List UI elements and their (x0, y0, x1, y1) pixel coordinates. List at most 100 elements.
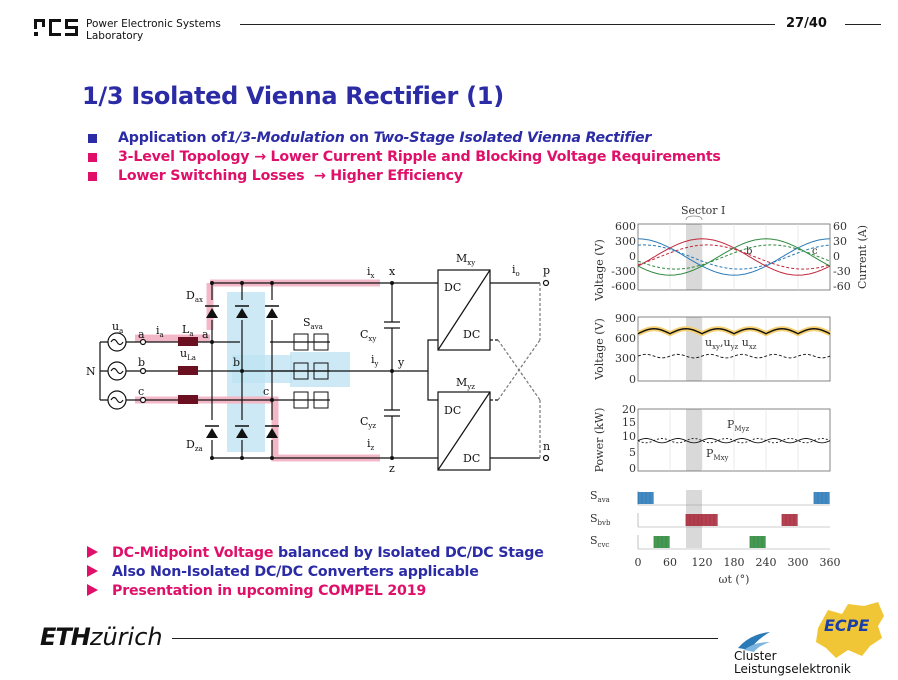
label-Dza: Dza (186, 438, 203, 453)
switch-group (293, 333, 329, 409)
plot1-ylabel: Voltage (V) (593, 239, 606, 302)
arrow-item: Also Non-Isolated DC/DC Converters appli… (87, 563, 544, 582)
xtick: 120 (692, 556, 713, 569)
label-DC-1: DC (444, 281, 461, 294)
xtick: 360 (820, 556, 841, 569)
plot2-ytick: 900 (615, 312, 636, 325)
plot2-ylabel: Voltage (V) (593, 318, 606, 381)
voltage-series-line (637, 238, 831, 276)
label-bbar: b (233, 356, 240, 369)
plot1-ytick2: 60 (833, 220, 847, 233)
uxz-series-line (637, 327, 831, 335)
plot1-ytick: 0 (629, 250, 636, 263)
label-Myz: Myz (456, 376, 475, 391)
arrow-item: Presentation in upcoming COMPEL 2019 (87, 582, 544, 601)
label-ia: ia (156, 324, 164, 339)
plot1-ytick2: -60 (833, 280, 851, 293)
label-cbar: c (263, 385, 269, 398)
bullet-item: 3-Level Topology → Lower Current Ripple … (88, 148, 721, 167)
plot3-ytick: 20 (622, 403, 636, 416)
bullet-emph: 1/3-Modulation (226, 130, 345, 146)
square-bullet-icon (88, 172, 97, 181)
label-x: x (389, 265, 396, 278)
pes-logo (34, 19, 78, 36)
circuit-schematic: N ua a b c ia La uLa a b c Dax Dza Sava … (86, 252, 550, 475)
plot3-annotation-top: PMyz (727, 418, 750, 433)
label-DC-4: DC (463, 452, 480, 465)
inductor-a (178, 337, 198, 346)
pmxy-series-line (637, 437, 831, 444)
xtick: 60 (663, 556, 677, 569)
plot2-ytick: 0 (629, 373, 636, 386)
label-Sava: Sava (303, 316, 323, 331)
header-rule-right (845, 24, 881, 25)
inductor-b (178, 366, 198, 375)
plot1-ytick2: -30 (833, 265, 851, 278)
bullet-item: Lower Switching Losses → Higher Efficien… (88, 167, 721, 186)
plot3-ylabel: Power (kW) (593, 408, 606, 473)
label-io: io (512, 263, 520, 278)
series-label-c: c (812, 246, 818, 257)
label-Dax: Dax (186, 289, 203, 304)
lab-name-line2: Laboratory (86, 30, 144, 42)
label-n: n (543, 440, 550, 453)
bullet-emph: Two-Stage Isolated Vienna Rectifier (373, 130, 652, 146)
plot3-ytick: 10 (622, 430, 636, 443)
eth-logo: ETHzürich (40, 623, 163, 651)
bullet-text: Lower Switching Losses → Higher Efficien… (118, 168, 463, 184)
label-La: La (182, 323, 194, 338)
label-ix: ix (367, 265, 375, 280)
cluster-logo-icon (738, 632, 770, 652)
triangle-bullet-icon (87, 546, 98, 558)
arrow-list: DC-Midpoint Voltage balanced by Isolated… (87, 544, 544, 601)
label-Cyz: Cyz (360, 415, 376, 430)
slide-title: 1/3 Isolated Vienna Rectifier (1) (82, 82, 504, 110)
label-iy: iy (371, 353, 379, 368)
plot2-ytick: 600 (615, 332, 636, 345)
label-p: p (543, 264, 550, 277)
plot2-annotation: uxy,uyz uxz (705, 336, 757, 351)
simulation-plots: Sector I Voltage (V) Current (A) 600 300… (590, 204, 869, 586)
ecpe-logo-text: ECPE (824, 616, 870, 635)
label-N: N (86, 365, 96, 378)
label-DC-2: DC (463, 328, 480, 341)
plot1-ytick: -600 (611, 280, 636, 293)
switch-row-label-a: Sava (590, 489, 610, 504)
arrow-text: Also Non-Isolated DC/DC Converters appli… (112, 564, 479, 580)
label-b: b (138, 356, 145, 369)
diode-group (205, 305, 279, 438)
label-ua: ua (112, 320, 123, 335)
bullet-list: Application of 1/3-Modulation on Two-Sta… (88, 129, 721, 186)
ecpe-logo (816, 602, 884, 658)
plot1-ytick: 600 (615, 220, 636, 233)
current-series-line (637, 244, 831, 270)
inductor-c (178, 395, 198, 404)
bullet-text: 3-Level Topology → Lower Current Ripple … (118, 149, 721, 165)
plot1-ytick: -300 (611, 265, 636, 278)
plot1-ylabel2: Current (A) (856, 225, 869, 289)
bullet-text: Application of (118, 130, 227, 146)
sector-shade (686, 409, 702, 471)
sector-brace (685, 215, 703, 221)
plot1-ytick2: 0 (833, 250, 840, 263)
page-number: 27/40 (786, 16, 827, 31)
lab-name: Power Electronic Systems Laboratory (86, 18, 221, 42)
sector-shade (686, 224, 702, 290)
xtick: 240 (756, 556, 777, 569)
uxy-series-line (637, 353, 831, 359)
plot3-ytick: 15 (622, 416, 636, 429)
footer-rule (172, 638, 718, 639)
label-a: a (138, 328, 145, 341)
plot1-ytick2: 30 (833, 235, 847, 248)
arrow-text-emph: DC-Midpoint Voltage (112, 545, 274, 561)
cluster-line1: Cluster (734, 649, 777, 663)
cluster-logo-text: Cluster Leistungselektronik (734, 650, 851, 676)
sector-label: Sector I (681, 204, 725, 217)
switch-row-label-c: Scvc (590, 534, 609, 549)
eth-logo-rest: zürich (89, 623, 163, 651)
header-rule (240, 24, 775, 25)
xtick: 180 (724, 556, 745, 569)
triangle-bullet-icon (87, 565, 98, 577)
current-series-line (637, 244, 831, 270)
eth-logo-bold: ETH (40, 623, 91, 651)
